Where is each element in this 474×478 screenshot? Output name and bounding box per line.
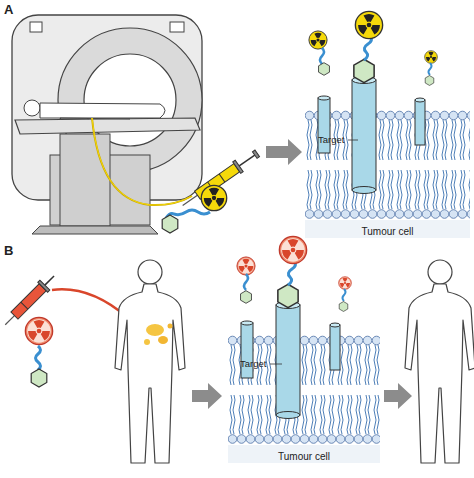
process-arrow: [266, 139, 302, 165]
tracer-uptake: [144, 324, 173, 346]
cell-membrane-band: Tumour cell: [228, 335, 380, 463]
patient-outline: [115, 260, 185, 463]
patient: [24, 100, 165, 119]
target-label: Target: [318, 134, 344, 145]
patient-outline: [405, 260, 474, 463]
cell-label: Tumour cell: [228, 451, 380, 463]
panel-letter: B: [4, 243, 13, 258]
target-receptor: [237, 236, 351, 418]
panel-letter: A: [4, 2, 13, 17]
scanner: [12, 15, 202, 234]
cell-label: Tumour cell: [305, 226, 470, 238]
syringe-yellow: [92, 118, 261, 233]
process-arrow: [384, 383, 412, 409]
target-label: Target: [240, 358, 266, 369]
process-arrow: [192, 383, 222, 409]
syringe-red: [0, 271, 128, 387]
cell-membrane-band: Tumour cell: [305, 110, 470, 238]
target-receptor: [309, 11, 437, 193]
